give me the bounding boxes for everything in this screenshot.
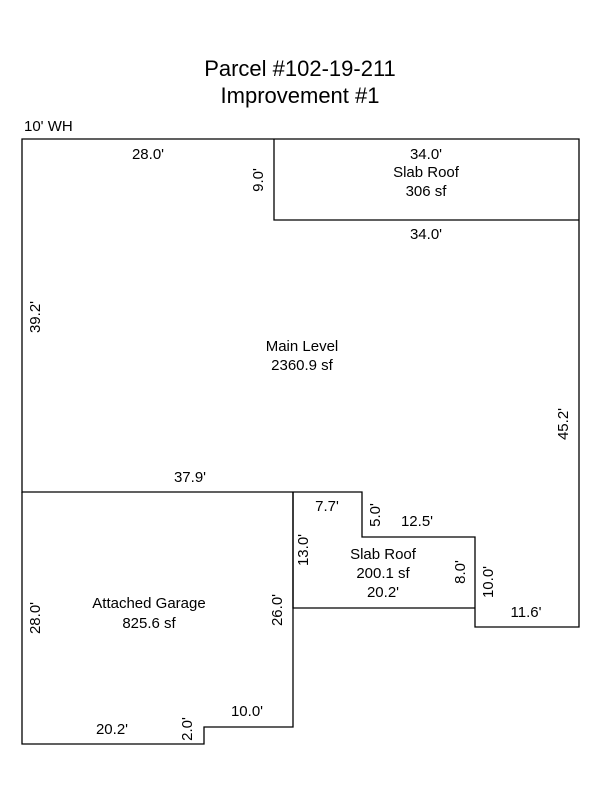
dim-garage-bottom-right: 10.0' (231, 703, 263, 720)
wall-height-label: 10' WH (24, 118, 73, 135)
dim-lower-bottom: 20.2' (367, 584, 399, 601)
slab-roof-top-area: 306 sf (406, 183, 448, 200)
garage-name: Attached Garage (92, 595, 205, 612)
main-level-area: 2360.9 sf (271, 357, 334, 374)
dim-slab-bottom: 34.0' (410, 226, 442, 243)
dim-main-top: 28.0' (132, 146, 164, 163)
dim-lower-top-left: 7.7' (315, 498, 339, 515)
main-level-outline (21, 138, 580, 628)
dim-lower-right: 8.0' (452, 560, 469, 584)
dim-garage-right: 26.0' (269, 594, 286, 626)
dim-lower-left: 13.0' (295, 534, 312, 566)
dim-lower-step-bottom: 11.6' (511, 604, 542, 621)
dim-main-left: 39.2' (27, 301, 44, 333)
title-improvement: Improvement #1 (221, 83, 380, 108)
dim-garage-bottom: 20.2' (96, 721, 128, 738)
dim-lower-notch: 5.0' (367, 503, 384, 527)
garage-area: 825.6 sf (122, 615, 176, 632)
slab-roof-top-outline (273, 139, 579, 221)
dim-garage-left: 28.0' (27, 602, 44, 634)
main-level-name: Main Level (266, 338, 339, 355)
title-parcel: Parcel #102-19-211 (204, 56, 396, 81)
dim-slab-side: 9.0' (250, 168, 267, 192)
dim-lower-top-right: 12.5' (401, 513, 433, 530)
dim-slab-top: 34.0' (410, 146, 442, 163)
slab-roof-top-name: Slab Roof (393, 164, 460, 181)
slab-roof-lower-area: 200.1 sf (356, 565, 410, 582)
dim-main-bottom: 37.9' (174, 469, 206, 486)
slab-roof-lower-name: Slab Roof (350, 546, 417, 563)
dim-lower-step: 10.0' (480, 566, 497, 598)
garage-outline (21, 492, 294, 745)
dim-main-right: 45.2' (555, 408, 572, 440)
dim-garage-notch: 2.0' (179, 717, 196, 741)
